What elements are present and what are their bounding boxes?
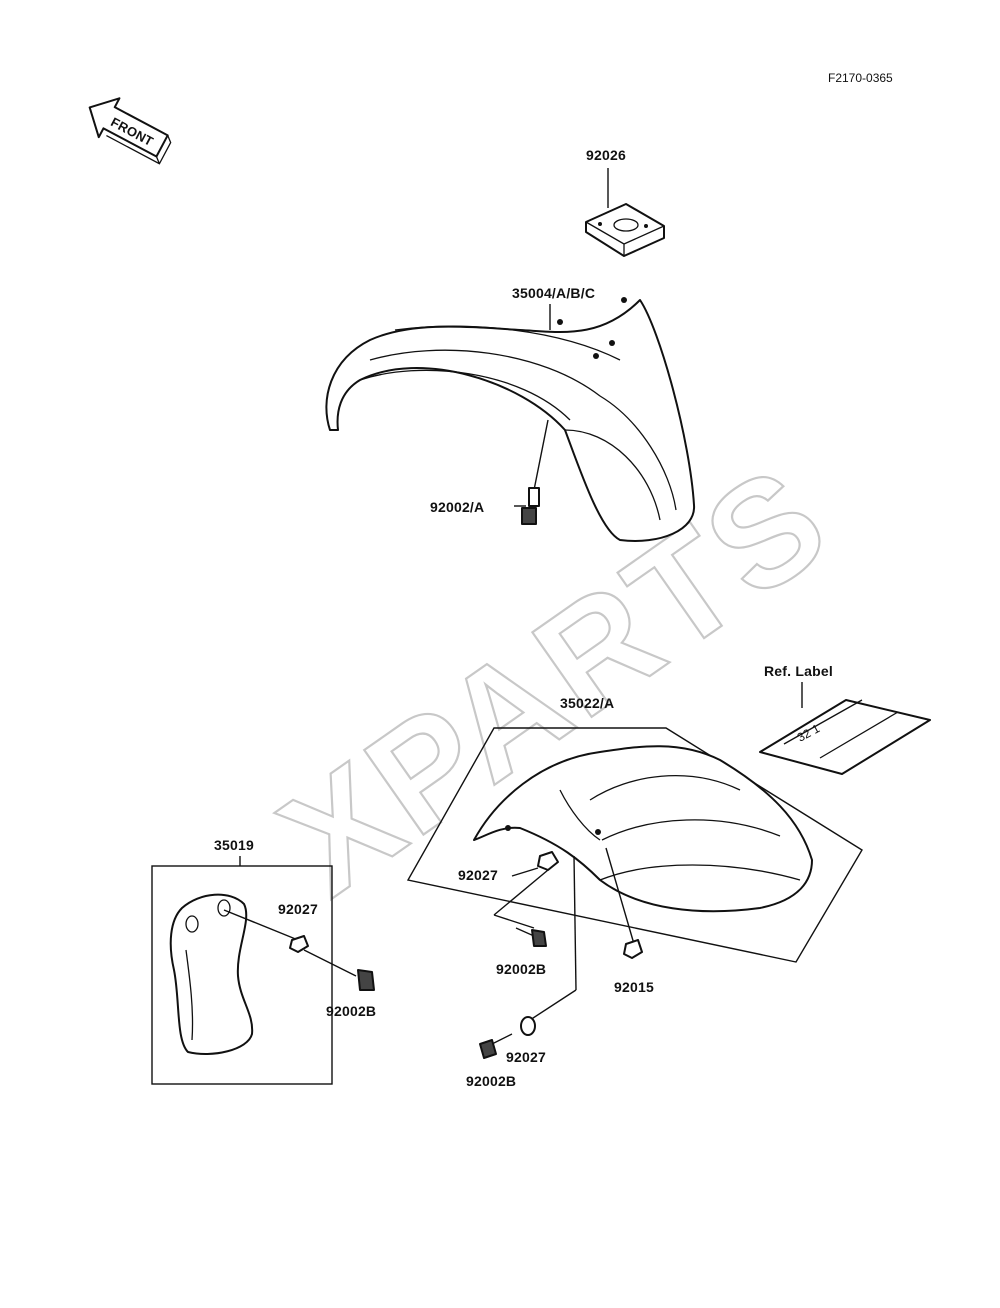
part-92027-rear-washer: 92027	[458, 851, 559, 883]
front-arrow-icon: FRONT	[88, 97, 172, 165]
label-92002b-mid: 92002B	[496, 961, 546, 977]
label-35004: 35004/A/B/C	[512, 285, 595, 301]
label-ref-label: Ref. Label	[764, 663, 833, 679]
part-92002b-mid-bolt: 92002B	[493, 869, 549, 977]
label-92002b-left: 92002B	[326, 1003, 376, 1019]
part-92026-bracket: 92026	[585, 147, 665, 257]
part-92002b-left-bolt: 92002B	[303, 949, 376, 1019]
part-92027-bottom-washer: 92027	[506, 855, 577, 1065]
part-92002b-bottom-bolt: 92002B	[466, 1033, 516, 1089]
ref-label-sticker: Ref. Label 32 1	[759, 663, 931, 775]
label-35022: 35022/A	[560, 695, 614, 711]
diagram-code: F2170-0365	[828, 71, 893, 85]
label-35019: 35019	[214, 837, 254, 853]
part-92015-nut: 92015	[605, 847, 654, 995]
label-92026: 92026	[586, 147, 626, 163]
part-35004-front-fender: 35004/A/B/C	[325, 285, 696, 542]
label-92027-left: 92027	[278, 901, 318, 917]
label-92027-bottom: 92027	[506, 1049, 546, 1065]
part-92027-left-washer: 92027	[223, 901, 318, 953]
part-35022-rear-fender: 35022/A	[406, 695, 863, 963]
label-92015: 92015	[614, 979, 654, 995]
label-92027-rear: 92027	[458, 867, 498, 883]
part-92002a-bolt: 92002/A	[430, 419, 549, 525]
part-35019-side-cover: 35019	[151, 837, 333, 1085]
label-92002b-bottom: 92002B	[466, 1073, 516, 1089]
label-92002a: 92002/A	[430, 499, 484, 515]
